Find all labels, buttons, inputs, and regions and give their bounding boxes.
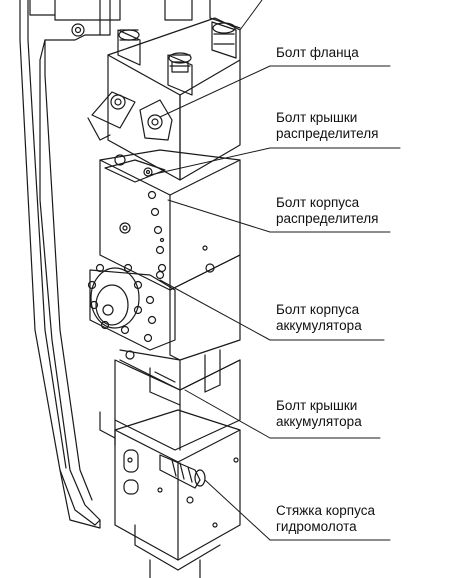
- label-flange-bolt: Болт фланца: [276, 45, 359, 61]
- cover-bolt-plate: [139, 99, 173, 141]
- label-text: распределителя: [276, 126, 379, 141]
- label-text: аккумулятора: [276, 414, 362, 429]
- cylinder-body: [99, 349, 241, 451]
- accumulator: [87, 254, 241, 381]
- flange-bolt-plate: [87, 91, 136, 141]
- label-accumulator-body-bolt: Болт корпуса аккумулятора: [276, 302, 362, 334]
- label-text: аккумулятора: [276, 318, 362, 333]
- label-distributor-body-bolt: Болт корпуса распределителя: [276, 195, 378, 227]
- label-accumulator-cover-bolt: Болт крышки аккумулятора: [276, 398, 362, 430]
- tie-rod: [159, 454, 206, 489]
- label-text: Стяжка корпуса: [276, 503, 375, 518]
- lower-body: [114, 409, 241, 578]
- fitting-3: [211, 21, 237, 59]
- distributor-bolts: [119, 190, 215, 273]
- label-text: Болт корпуса: [276, 195, 360, 210]
- label-text: распределителя: [276, 211, 379, 226]
- label-text: Болт крышки: [276, 110, 358, 125]
- label-hammer-body-tie-rod: Стяжка корпуса гидромолота: [276, 503, 375, 535]
- flange-block: [87, 0, 241, 181]
- fitting-2: [167, 52, 193, 96]
- label-text: Болт крышки: [276, 398, 358, 413]
- label-distributor-cover-bolt: Болт крышки распределителя: [276, 110, 378, 142]
- leader-lines: [149, 0, 401, 541]
- label-text: гидромолота: [276, 519, 357, 534]
- label-text: Болт корпуса: [276, 302, 360, 317]
- fitting-1: [117, 29, 141, 66]
- label-text: Болт фланца: [276, 45, 359, 60]
- accumulator-bolts: [87, 263, 165, 343]
- housing-frame: [19, 0, 121, 529]
